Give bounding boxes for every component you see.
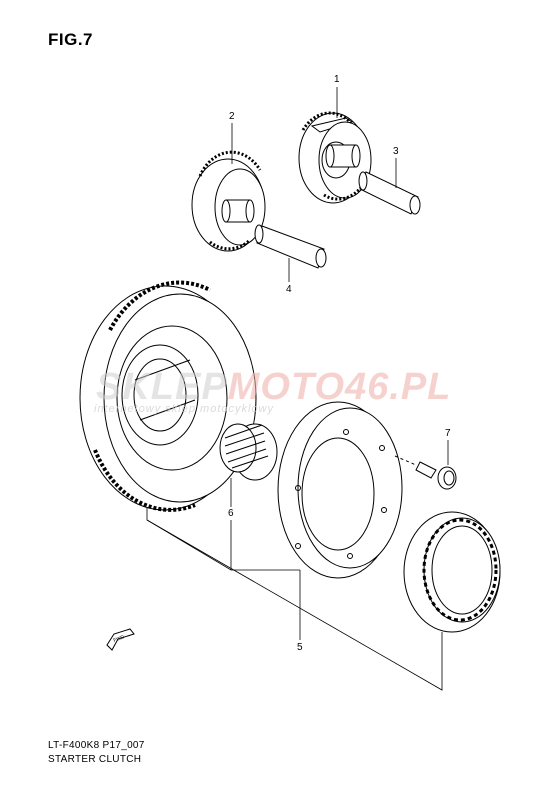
callout-2: 2 [229, 111, 235, 122]
bolt-part-7 [394, 455, 457, 490]
starter-driven-gear [79, 280, 257, 512]
callout-6: 6 [228, 508, 234, 519]
callout-1: 1 [334, 74, 340, 85]
section-name: STARTER CLUTCH [48, 754, 142, 765]
watermark-brand: SKLEPMOTO46.PL [96, 366, 451, 409]
callout-5: 5 [297, 642, 303, 653]
callout-4: 4 [286, 284, 292, 295]
callout-7: 7 [445, 428, 451, 439]
idle-gear-part-1 [298, 111, 372, 204]
one-way-clutch-cage [403, 511, 501, 633]
forward-arrow-icon: FWD [106, 628, 135, 651]
shaft-part-4 [254, 224, 327, 269]
arrow-label: FWD [113, 634, 126, 644]
clutch-housing-part-5 [277, 401, 403, 579]
watermark-prefix: SKLEP [96, 366, 228, 408]
model-code: LT-F400K8 P17_007 [48, 740, 145, 751]
watermark-accent: MOTO46.PL [227, 366, 452, 408]
idle-gear-part-2 [191, 150, 266, 252]
callout-3: 3 [393, 146, 399, 157]
shaft-part-3 [358, 171, 421, 215]
figure-title: FIG.7 [48, 30, 94, 49]
watermark-tagline: internetowy sklep motocyklowy [94, 403, 275, 415]
needle-bearing-part-6 [219, 423, 278, 481]
leader-lines [146, 87, 449, 691]
